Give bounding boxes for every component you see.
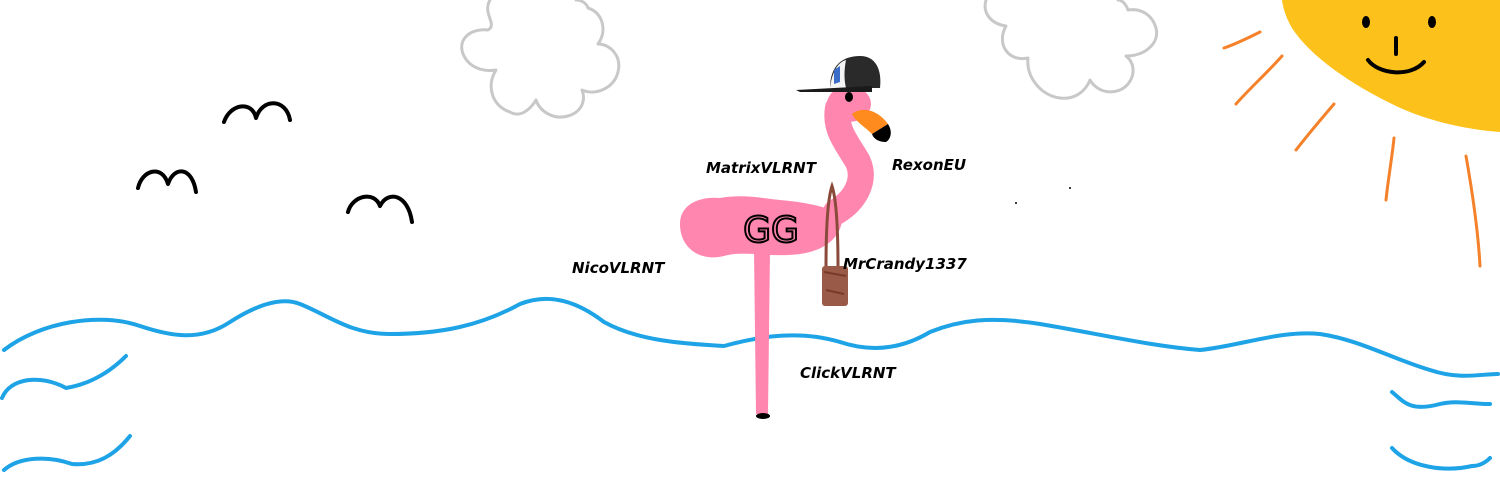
cloud-right xyxy=(983,0,1159,100)
speck-1 xyxy=(1015,202,1017,204)
flamingo-foot xyxy=(756,413,770,419)
player-label-clickvlrnt: ClickVLRNT xyxy=(800,364,896,382)
sun-rays xyxy=(1222,30,1482,268)
water-wave-left-2 xyxy=(2,434,132,472)
sun-face xyxy=(1362,16,1436,75)
water xyxy=(0,296,1500,472)
flamingo: GG xyxy=(680,56,891,419)
flamingo-beak-tip xyxy=(872,124,891,142)
water-line-main xyxy=(2,296,1500,378)
flamingo-leg xyxy=(754,250,770,414)
bird-1 xyxy=(222,101,292,124)
water-wave-right-1 xyxy=(1390,390,1492,409)
flamingo-beak xyxy=(852,109,888,134)
bag-icon xyxy=(822,181,848,306)
sun-body xyxy=(1282,0,1500,132)
sun xyxy=(1222,0,1500,268)
player-label-matrixvlrnt: MatrixVLRNT xyxy=(706,159,816,177)
cap-icon xyxy=(796,56,881,92)
water-wave-right-2 xyxy=(1390,446,1492,471)
player-label-nicovlrnt: NicoVLRNT xyxy=(572,259,665,277)
player-label-rexoneu: RexonEU xyxy=(892,156,967,174)
cloud-left xyxy=(460,0,621,119)
water-wave-left-1 xyxy=(0,354,128,400)
birds xyxy=(136,101,414,224)
player-label-mrcrandy1337: MrCrandy1337 xyxy=(843,255,967,273)
flamingo-body xyxy=(680,196,843,258)
flamingo-eye xyxy=(845,92,853,102)
bird-3 xyxy=(346,194,414,224)
speck-2 xyxy=(1069,187,1071,189)
flamingo-neck xyxy=(823,95,874,225)
bird-2 xyxy=(136,169,198,194)
flamingo-body-text: GG xyxy=(743,210,799,251)
